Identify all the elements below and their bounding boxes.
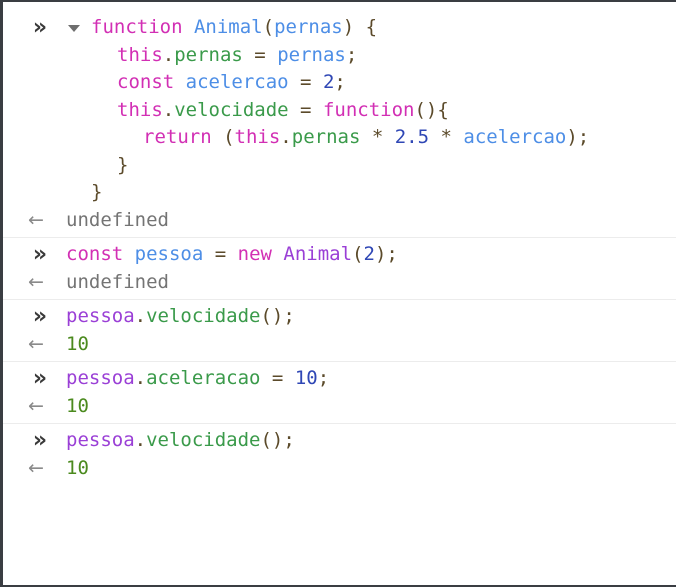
console-result: 10: [66, 332, 89, 355]
console-result: undefined: [66, 208, 169, 231]
console-input-line[interactable]: » const pessoa = new Animal(2);: [3, 241, 676, 269]
console-output-line: ← 10: [3, 455, 676, 483]
console-input-line: this.pernas = pernas;: [3, 42, 676, 70]
collapse-triangle-icon[interactable]: [68, 25, 80, 32]
console-input-line: }: [3, 152, 676, 180]
console-input-line: }: [3, 179, 676, 207]
double-chevron-right-icon: »: [32, 15, 47, 40]
left-arrow-icon: ←: [28, 270, 44, 293]
code-line: this.pernas = pernas;: [117, 43, 358, 66]
console-input-line: return (this.pernas * 2.5 * acelercao);: [3, 124, 676, 152]
console-entry: » pessoa.velocidade(); ← 10: [3, 424, 676, 485]
double-chevron-right-icon: »: [32, 242, 47, 267]
code-line: }: [117, 153, 129, 176]
code-line: }: [91, 181, 103, 203]
code-line: pessoa.velocidade();: [66, 429, 295, 451]
console-result: 10: [66, 456, 89, 479]
code-line: return (this.pernas * 2.5 * acelercao);: [143, 126, 590, 148]
code-line: this.velocidade = function(){: [117, 98, 449, 121]
console-input-line[interactable]: » function Animal(pernas) {: [3, 14, 676, 42]
left-arrow-icon: ←: [28, 332, 44, 355]
console-result: 10: [66, 394, 89, 417]
console-output-line: ← undefined: [3, 269, 676, 297]
console-result: undefined: [66, 270, 169, 293]
console-input-line[interactable]: » pessoa.aceleracao = 10;: [3, 365, 676, 393]
devtools-console: » function Animal(pernas) { this.pernas …: [3, 2, 676, 585]
console-entry: » function Animal(pernas) { this.pernas …: [3, 2, 676, 238]
code-line: pessoa.aceleracao = 10;: [66, 367, 330, 389]
console-input-line[interactable]: » pessoa.velocidade();: [3, 427, 676, 455]
console-input-line: const acelercao = 2;: [3, 69, 676, 97]
console-input-line[interactable]: » pessoa.velocidade();: [3, 303, 676, 331]
console-entry: » pessoa.aceleracao = 10; ← 10: [3, 362, 676, 424]
left-arrow-icon: ←: [28, 208, 44, 231]
double-chevron-right-icon: »: [32, 366, 47, 391]
console-entry: » pessoa.velocidade(); ← 10: [3, 300, 676, 362]
double-chevron-right-icon: »: [32, 428, 47, 453]
code-line: function Animal(pernas) {: [91, 16, 378, 38]
code-line: pessoa.velocidade();: [66, 305, 295, 327]
console-input-line: this.velocidade = function(){: [3, 97, 676, 125]
code-line: const acelercao = 2;: [117, 71, 346, 93]
left-arrow-icon: ←: [28, 394, 44, 417]
left-arrow-icon: ←: [28, 456, 44, 479]
code-line: const pessoa = new Animal(2);: [66, 243, 398, 265]
console-entry: » const pessoa = new Animal(2); ← undefi…: [3, 238, 676, 300]
console-output-line: ← undefined: [3, 207, 676, 235]
console-output-line: ← 10: [3, 331, 676, 359]
double-chevron-right-icon: »: [32, 304, 47, 329]
console-output-line: ← 10: [3, 393, 676, 421]
